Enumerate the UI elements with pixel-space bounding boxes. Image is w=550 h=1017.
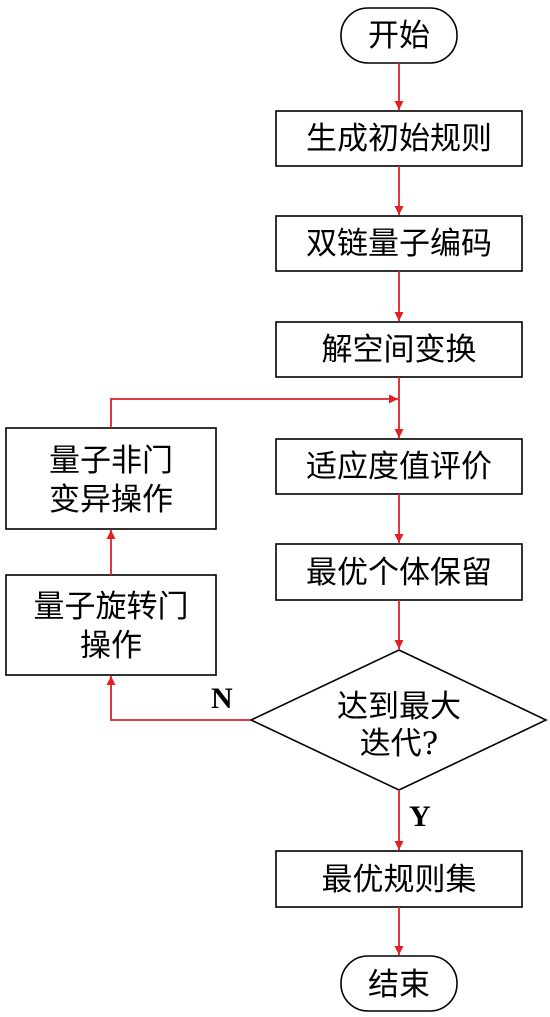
- decision-label-line-2: 迭代?: [360, 726, 439, 762]
- start-label: 开始: [368, 18, 430, 54]
- mutate-label-line-2: 变异操作: [49, 482, 173, 518]
- evaluate-label: 适应度值评价: [306, 449, 492, 485]
- encode-label: 双链量子编码: [306, 226, 492, 262]
- retain-label: 最优个体保留: [306, 555, 492, 591]
- retain-node: 最优个体保留: [275, 543, 523, 601]
- transform-node: 解空间变换: [275, 321, 523, 378]
- end-label: 结束: [368, 967, 430, 1003]
- mutate-label-line-1: 量子非门: [49, 443, 173, 479]
- decision-label-line-1: 达到最大: [337, 689, 461, 725]
- start-node: 开始: [340, 7, 458, 64]
- best-rules-label: 最优规则集: [322, 862, 477, 898]
- mutate-node: 量子非门 变异操作: [5, 427, 217, 530]
- edge-label-no: N: [211, 682, 233, 715]
- decision-node: 达到最大 迭代?: [249, 649, 548, 791]
- evaluate-node: 适应度值评价: [275, 438, 523, 495]
- best-rules-node: 最优规则集: [275, 850, 523, 908]
- gen-rules-node: 生成初始规则: [275, 110, 523, 167]
- rotate-label-line-2: 操作: [80, 628, 142, 664]
- rotate-label-line-1: 量子旋转门: [34, 589, 189, 625]
- end-node: 结束: [340, 955, 458, 1012]
- gen-rules-label: 生成初始规则: [306, 121, 492, 157]
- rotate-node: 量子旋转门 操作: [5, 574, 217, 676]
- arrow-mutate-to-evaluate: [110, 394, 398, 428]
- edge-label-yes: Y: [409, 800, 431, 833]
- encode-node: 双链量子编码: [275, 215, 523, 272]
- transform-label: 解空间变换: [322, 332, 477, 368]
- arrow-decision-no-to-rotate: [106, 676, 251, 721]
